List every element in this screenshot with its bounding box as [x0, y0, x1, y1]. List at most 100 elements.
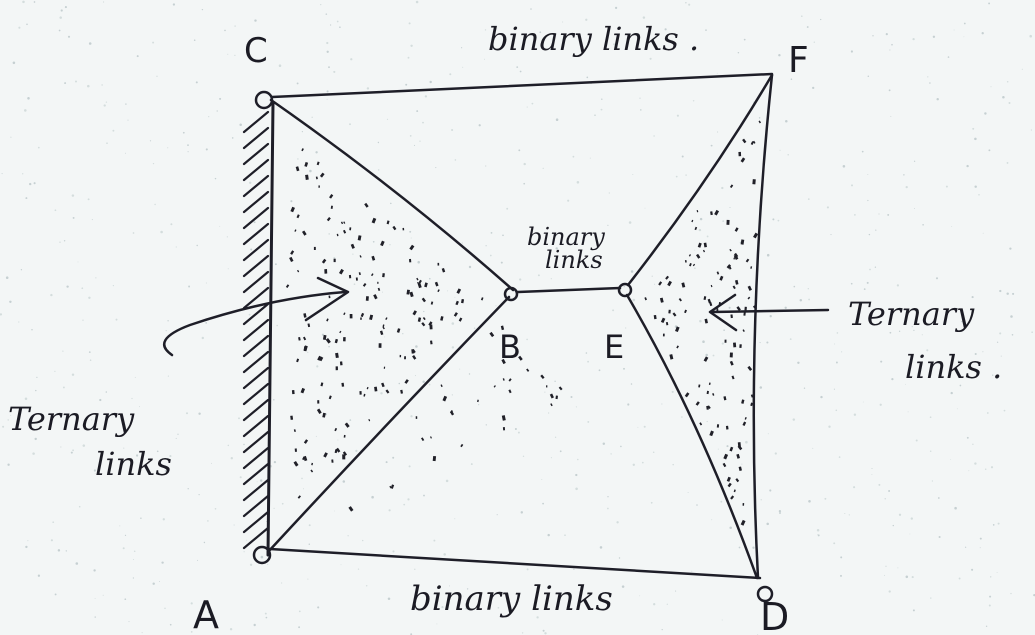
paper-speckle — [349, 419, 352, 421]
stipple-dot — [753, 232, 759, 239]
joint-d — [756, 585, 774, 603]
stipple-dot — [368, 418, 371, 422]
paper-speckle — [550, 278, 552, 280]
stipple-dot — [723, 453, 729, 460]
paper-speckle — [169, 623, 172, 626]
paper-speckle — [888, 590, 891, 593]
stipple-dot — [363, 393, 366, 397]
stipple-dot — [303, 313, 307, 318]
paper-speckle — [320, 3, 322, 6]
paper-speckle — [911, 576, 914, 579]
stipple-dot — [437, 289, 440, 293]
paper-speckle — [639, 97, 641, 99]
stipple-dot — [704, 318, 708, 324]
fixed-ground-hatch — [242, 101, 275, 557]
paper-speckle — [50, 293, 53, 297]
binary-link-ad — [268, 547, 762, 580]
paper-speckle — [927, 76, 929, 78]
paper-speckle — [451, 128, 454, 132]
paper-speckle — [797, 361, 800, 365]
paper-speckle — [22, 0, 25, 4]
paper-speckle — [522, 455, 525, 458]
paper-speckle — [248, 313, 251, 316]
stipple-dot — [660, 317, 666, 324]
stipple-dot — [329, 194, 334, 199]
paper-speckle — [685, 2, 687, 4]
paper-speckle — [986, 412, 989, 414]
stipple-dot — [665, 321, 669, 326]
paper-speckle — [281, 502, 284, 505]
paper-speckle — [479, 599, 481, 601]
paper-speckle — [102, 594, 104, 596]
stipple-dot — [418, 279, 422, 284]
hatch-stroke — [242, 462, 270, 486]
paper-speckle — [175, 246, 177, 248]
stipple-dot — [729, 352, 733, 358]
stipple-dot — [379, 330, 384, 336]
stipple-dot — [493, 385, 496, 388]
stipple-dot — [316, 408, 322, 415]
paper-speckle — [382, 291, 383, 293]
paper-speckle — [834, 343, 836, 345]
paper-speckle — [874, 266, 877, 268]
paper-speckle — [817, 533, 819, 535]
paper-speckle — [59, 16, 62, 19]
stipple-dot — [737, 445, 743, 451]
paper-speckle — [716, 72, 718, 74]
paper-speckle — [54, 209, 57, 212]
paper-speckle — [830, 234, 832, 236]
paper-speckle — [760, 499, 762, 501]
paper-speckle — [836, 332, 839, 334]
paper-speckle — [729, 206, 731, 209]
paper-speckle — [264, 612, 267, 615]
paper-speckle — [59, 241, 61, 243]
paper-speckle — [321, 333, 324, 336]
paper-speckle — [607, 507, 609, 510]
stipple-dot — [377, 287, 381, 291]
paper-speckle — [112, 129, 115, 132]
stipple-dot — [546, 385, 548, 388]
paper-speckle — [871, 467, 873, 470]
paper-speckle — [891, 43, 893, 46]
binary-links — [268, 72, 774, 580]
stipple-dot — [653, 314, 657, 320]
paper-speckle — [26, 23, 28, 26]
paper-speckle — [136, 55, 139, 58]
paper-speckle — [161, 561, 164, 564]
stipple-dot — [740, 157, 746, 163]
paper-speckle — [234, 25, 236, 27]
paper-speckle — [495, 305, 497, 307]
paper-speckle — [149, 140, 152, 142]
paper-speckle — [767, 433, 769, 435]
stipple-dot — [708, 382, 711, 386]
paper-speckle — [78, 505, 81, 508]
paper-speckle — [554, 380, 556, 383]
paper-speckle — [694, 249, 696, 251]
paper-speckle — [307, 351, 309, 353]
paper-speckle — [562, 21, 564, 23]
paper-speckle — [844, 512, 846, 515]
paper-speckle — [984, 468, 987, 470]
paper-speckle — [91, 426, 95, 430]
paper-speckle — [664, 28, 667, 31]
bottom-binary-links-label: binary links — [410, 579, 613, 619]
paper-speckle — [342, 480, 346, 483]
stipple-dot — [747, 365, 753, 371]
paper-speckle — [93, 569, 96, 572]
stipple-dot — [318, 185, 320, 188]
paper-speckle — [885, 565, 887, 567]
paper-speckle — [848, 514, 850, 516]
stipple-dot — [489, 331, 495, 338]
paper-speckle — [567, 199, 570, 202]
paper-speckle — [357, 568, 360, 570]
binary-link-cf — [270, 72, 774, 99]
paper-speckle — [132, 558, 135, 561]
paper-speckle — [33, 182, 36, 185]
hatch-stroke — [242, 382, 270, 406]
paper-speckle — [885, 33, 888, 36]
paper-speckle — [267, 563, 269, 566]
paper-speckle — [951, 225, 953, 227]
paper-speckle — [234, 54, 236, 57]
paper-speckle — [812, 86, 815, 90]
paper-speckle — [759, 342, 761, 344]
